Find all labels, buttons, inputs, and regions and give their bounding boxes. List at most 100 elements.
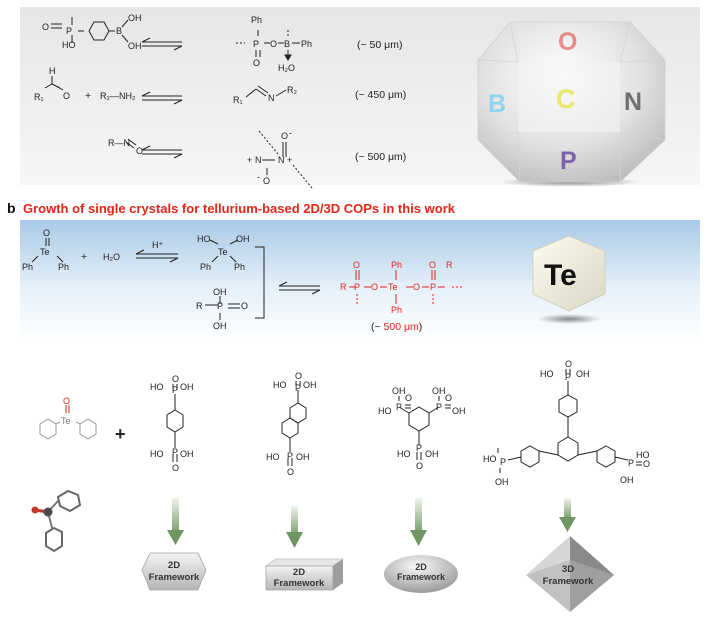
linker-bdpa — [166, 384, 184, 462]
l4-p3: P — [628, 458, 634, 468]
acid-p: P — [217, 301, 223, 311]
dpteo-o: O — [43, 228, 50, 238]
p3-o1: O — [281, 131, 288, 141]
l2-ho2: HO — [266, 452, 280, 462]
panel-b-title: Growth of single crystals for tellurium-… — [23, 201, 456, 216]
linker-ndpa — [281, 381, 307, 466]
p1-ph1: Ph — [251, 15, 262, 25]
l3-oh2: OH — [432, 386, 446, 396]
p1-p: P — [253, 39, 259, 49]
p2-r2: R₂ — [287, 85, 297, 95]
prod-ph-top: Ph — [391, 260, 402, 270]
p3-minus1: - — [289, 128, 292, 138]
prod-o-top1: O — [353, 260, 360, 270]
fw4-l2: Framework — [543, 576, 594, 587]
p1-o2: O — [270, 39, 277, 49]
l3-ho1: HO — [378, 406, 392, 416]
te-product-structure — [349, 270, 462, 304]
p3-o2: O — [263, 176, 270, 186]
l1-oh2: OH — [180, 449, 194, 459]
te-product-labels: R P O Te O P R Ph Ph O O — [340, 260, 453, 315]
l1-p1: P — [172, 385, 178, 395]
int-te: Te — [218, 247, 228, 257]
fw3-l2: Framework — [397, 572, 446, 582]
linker-btpa — [398, 396, 451, 460]
p2-r1: R₁ — [233, 95, 243, 105]
r3-o: O — [136, 146, 143, 156]
fw1-l2: Framework — [149, 572, 200, 583]
p3-n1: N — [255, 155, 262, 165]
te-label: Te — [544, 259, 577, 292]
l1-ho2: HO — [150, 449, 164, 459]
acid-oh2: OH — [213, 321, 227, 331]
l3-ho2: HO — [397, 449, 411, 459]
l1-o2: O — [172, 463, 179, 473]
crystal-structure-model — [31, 489, 82, 553]
letter-o: O — [558, 28, 577, 56]
int-ph1: Ph — [200, 262, 211, 272]
l4-p1: P — [565, 372, 571, 382]
l4-ho2: HO — [483, 454, 497, 464]
r2-amine: R₂—NH₂ — [100, 91, 136, 101]
reaction-1 — [51, 17, 300, 61]
l2-ho1: HO — [273, 380, 287, 390]
h-plus: H⁺ — [152, 240, 163, 250]
te-reaction-labels: O Te Ph Ph + H₂O H⁺ HO Te OH Ph Ph OH R … — [22, 228, 250, 331]
l1-p2: P — [172, 447, 178, 457]
l4-oh3: OH — [620, 475, 634, 485]
l2-oh1: OH — [303, 380, 317, 390]
dpteo-te: Te — [40, 247, 50, 257]
p3-plus2: + — [287, 155, 292, 165]
fw3-l1: 2D — [415, 562, 427, 572]
r1-oh2: OH — [128, 41, 142, 51]
linker-tppa-labels: HO OH HO OH HO OH P P P O O — [483, 359, 650, 487]
l4-oh1: OH — [576, 369, 590, 379]
letter-p: P — [560, 147, 577, 175]
int-ph2: Ph — [234, 262, 245, 272]
acid-o: O — [241, 301, 248, 311]
p1-ph2: Ph — [301, 39, 312, 49]
r1-b: B — [116, 26, 122, 36]
prod-r2: R — [446, 260, 453, 270]
l3-p1: P — [396, 402, 402, 412]
dpteo-ph1: Ph — [22, 262, 33, 272]
framework-4: 3D Framework — [526, 536, 614, 612]
r2-r1: R₁ — [34, 92, 44, 102]
panel-c-plus: + — [115, 424, 126, 444]
diphenyl-telluroxide — [39, 405, 97, 440]
dpteo-ph2: Ph — [58, 262, 69, 272]
l1-ho1: HO — [150, 382, 164, 392]
dpteo-c-te: Te — [61, 416, 71, 426]
arrow-4 — [559, 498, 576, 532]
letter-c: C — [556, 84, 576, 114]
l4-ho1: HO — [540, 369, 554, 379]
size-450: (~ 450 μm) — [355, 89, 406, 101]
fw2-l1: 2D — [293, 567, 305, 578]
letter-n: N — [624, 88, 642, 116]
prod-o2: O — [413, 282, 420, 292]
p3-n2: N — [278, 155, 285, 165]
reaction-2-labels: H R₁ O + R₂—NH₂ R₁ N R₂ (~ 450 μm) — [34, 66, 406, 105]
l4-oh2: OH — [495, 477, 509, 487]
linker-btpa-labels: OH HO OH OH HO OH P P P O O O — [378, 386, 466, 471]
framework-2: 2D Framework — [265, 558, 344, 591]
l2-o2: O — [287, 467, 294, 477]
l3-o2: O — [445, 393, 452, 403]
arrow-1 — [167, 498, 184, 545]
l4-o1: O — [565, 359, 572, 369]
prod-o-top2: O — [429, 260, 436, 270]
fw1-l1: 2D — [168, 560, 180, 571]
prod-p2: P — [430, 282, 436, 292]
growth-arrows — [167, 498, 576, 548]
r2-h: H — [49, 66, 56, 76]
reaction-3 — [125, 130, 313, 189]
l3-o1: O — [405, 393, 412, 403]
r2-o: O — [63, 91, 70, 101]
r3-rn: R—N — [108, 138, 130, 148]
acid-oh1: OH — [213, 287, 227, 297]
l2-p1: P — [295, 383, 301, 393]
l3-p2: P — [436, 402, 442, 412]
dpteo-c-o: O — [63, 396, 70, 406]
r2-plus: + — [85, 90, 91, 102]
